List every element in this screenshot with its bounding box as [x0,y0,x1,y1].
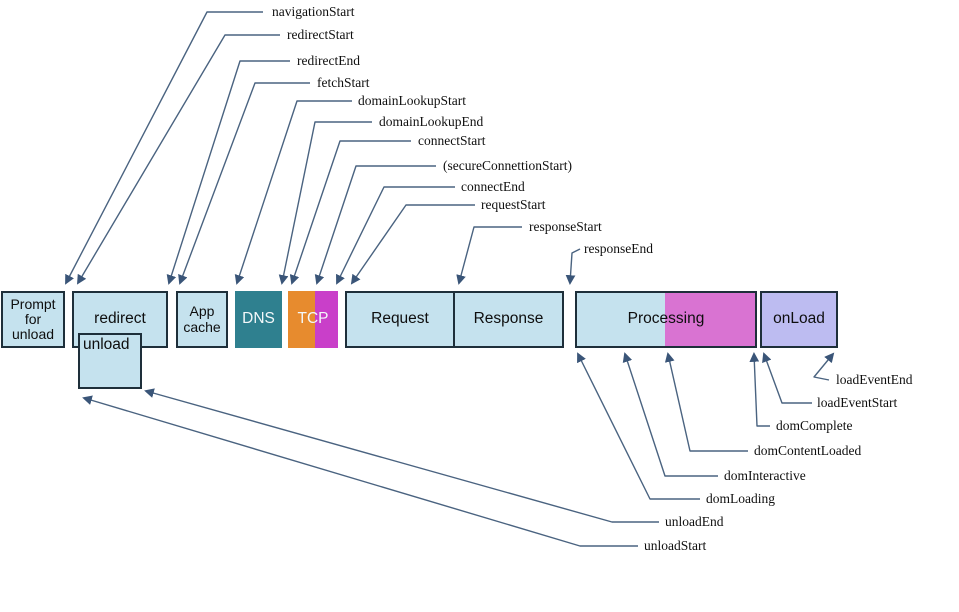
callout-line-domLoading [577,352,700,500]
box-tcp-label: TCP [297,310,329,328]
event-label-unloadEnd: unloadEnd [665,514,724,529]
box-dns-label: DNS [242,310,275,328]
box-prompt-for-unload-label: Prompt for unload [10,295,56,343]
event-label-navigationStart: navigationStart [272,4,355,19]
callout-line-unloadStart [82,395,638,547]
box-app-cache: App cache [176,291,228,348]
callout-line-unloadEnd [144,388,659,523]
callout-line-connectEnd [336,186,455,285]
box-processing: Processing [575,291,757,348]
box-redirect-label: redirect [94,310,146,328]
callout-line-domContentLoaded [664,352,748,452]
box-tcp: TCP [288,291,338,348]
event-label-loadEventStart: loadEventStart [817,395,898,410]
box-request-label: Request [371,310,429,328]
event-label-fetchStart: fetchStart [317,75,370,90]
box-processing-parse-segment [577,293,665,346]
event-label-responseStart: responseStart [529,219,602,234]
event-label-domainLookupEnd: domainLookupEnd [379,114,484,129]
callout-line-fetchStart [178,82,310,285]
box-response: Response [453,291,564,348]
event-label-domComplete: domComplete [776,418,853,433]
callout-line-loadEventStart [762,352,812,404]
box-processing-subresource-segment [665,293,755,346]
box-prompt-for-unload: Prompt for unload [1,291,65,348]
callout-line-responseStart [456,226,522,285]
callout-line-domInteractive [622,352,718,477]
event-label-domContentLoaded: domContentLoaded [754,443,862,458]
callout-line-navigationStart [65,11,263,285]
event-label-requestStart: requestStart [481,197,546,212]
callout-line-requestStart [350,204,475,285]
callout-line-domComplete [749,352,770,427]
event-label-redirectEnd: redirectEnd [297,53,360,68]
box-request: Request [345,291,455,348]
box-processing-halves [577,293,755,346]
box-onload: onLoad [760,291,838,348]
box-app-cache-label: App cache [183,303,221,335]
callout-line-loadEventEnd [813,352,835,381]
event-label-loadEventEnd: loadEventEnd [836,372,913,387]
box-unload-label: unload [83,336,130,353]
box-tcp-label-wrap: TCP [288,291,338,348]
event-label-domainLookupStart: domainLookupStart [358,93,466,108]
event-label-unloadStart: unloadStart [644,538,707,553]
callout-line-connectStart [289,140,411,285]
event-label-domInteractive: domInteractive [724,468,806,483]
box-processing-label-wrap: Processing [577,293,755,346]
box-processing-label: Processing [627,310,705,328]
callout-line-secureConnectionStart [314,165,436,285]
event-label-connectStart: connectStart [418,133,486,148]
event-label-domLoading: domLoading [706,491,775,506]
box-tcp-connect-segment [288,291,315,348]
callout-line-domainLookupStart [234,100,352,285]
callout-line-domainLookupEnd [278,121,372,285]
box-unload: unload [78,333,142,389]
event-label-secureConnectionStart: (secureConnettionStart) [443,158,572,173]
callout-line-redirectEnd [166,60,290,285]
box-tcp-secure-segment [315,291,338,348]
box-onload-label: onLoad [773,310,825,328]
box-dns: DNS [235,291,282,348]
event-label-responseEnd: responseEnd [584,241,653,256]
event-label-redirectStart: redirectStart [287,27,354,42]
callout-line-responseEnd [565,248,581,285]
box-tcp-halves [288,291,338,348]
callout-line-redirectStart [77,34,280,285]
event-label-connectEnd: connectEnd [461,179,525,194]
box-response-label: Response [473,310,544,328]
